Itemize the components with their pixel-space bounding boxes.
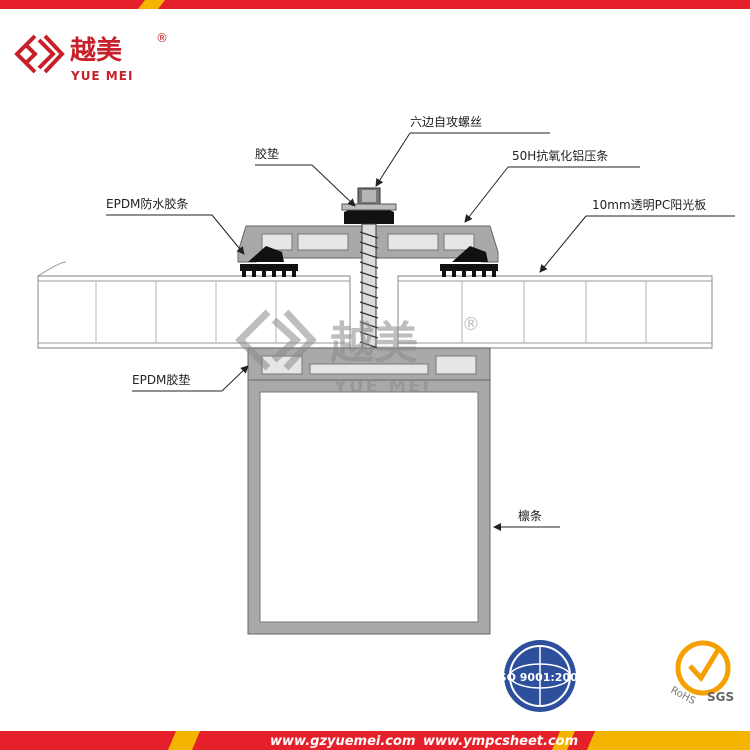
footer-url-left: www.gzyuemei.com [270, 734, 416, 749]
label-pc-sheet: 10mm透明PC阳光板 [592, 198, 706, 212]
brand-name-en: YUE MEI [70, 69, 133, 83]
label-purlin: 檩条 [518, 508, 542, 523]
watermark: 越美 ® YUE MEI [235, 309, 480, 397]
callout-rubber-washer: 胶垫 [255, 146, 356, 207]
purlin-tube [247, 379, 491, 635]
label-epdm-gasket: EPDM胶垫 [132, 372, 190, 387]
epdm-strip-right [440, 246, 498, 277]
iso-badge: ISO 9001:2008 [495, 640, 586, 712]
top-stripe [0, 0, 750, 9]
label-aluminum-strip: 50H抗氧化铝压条 [512, 148, 608, 163]
callout-hex-screw: 六边自攻螺丝 [375, 115, 550, 187]
iso-badge-text: ISO 9001:2008 [495, 671, 586, 684]
label-hex-screw: 六边自攻螺丝 [410, 115, 482, 129]
label-epdm-strip: EPDM防水胶条 [106, 196, 188, 211]
callout-purlin: 檩条 [493, 508, 560, 531]
hex-screw-head [357, 187, 381, 205]
brand-logo: 越美 ® YUE MEI [14, 31, 168, 83]
footer-bar: www.gzyuemei.com www.ympcsheet.com [0, 731, 750, 750]
watermark-name-en: YUE MEI [333, 376, 431, 397]
watermark-registered-mark: ® [462, 314, 480, 335]
sgs-rohs-badge: RoHS SGS [669, 640, 734, 707]
callout-epdm-gasket: EPDM胶垫 [132, 365, 249, 392]
pc-sheet-right [397, 275, 713, 349]
pc-sheet-left [37, 261, 351, 349]
logo-mark [14, 34, 65, 74]
brand-name-cn: 越美 [70, 35, 122, 66]
callout-epdm-strip: EPDM防水胶条 [106, 196, 245, 255]
sgs-text: SGS [707, 690, 734, 704]
callout-aluminum-strip: 50H抗氧化铝压条 [464, 148, 640, 223]
rubber-washer [341, 203, 397, 224]
registered-mark: ® [156, 31, 168, 45]
footer-url-right: www.ympcsheet.com [423, 734, 578, 749]
callout-pc-sheet: 10mm透明PC阳光板 [539, 198, 735, 273]
epdm-strip-left [240, 246, 298, 277]
epdm-gasket-base [247, 347, 491, 381]
watermark-name-cn: 越美 [330, 318, 418, 369]
label-rubber-washer: 胶垫 [255, 146, 279, 161]
